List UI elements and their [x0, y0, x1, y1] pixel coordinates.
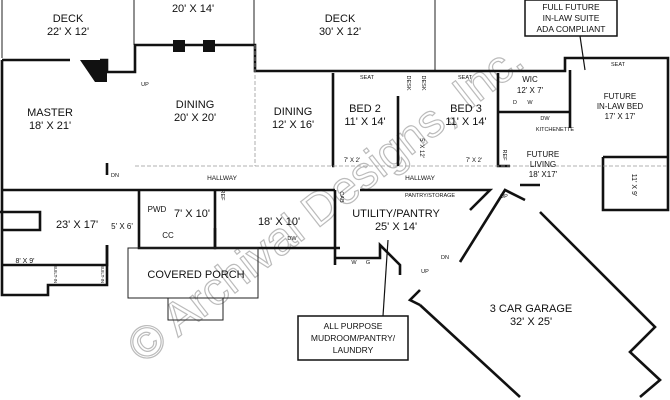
inlaw-callout: FULL FUTURE IN-LAW SUITE ADA COMPLIANT [524, 0, 618, 71]
pantry-storage-label: PANTRY/STORAGE [405, 193, 455, 199]
callout-line: IN-LAW SUITE [543, 13, 600, 23]
hallway-left-label: HALLWAY [207, 175, 238, 182]
garage-size: 32' X 25' [510, 316, 552, 328]
callout-line: LAUNDRY [333, 345, 374, 355]
cab-label: CAB [338, 191, 344, 203]
coat-closet-label: CC [162, 231, 174, 240]
wc-size: 5' X 6' [111, 222, 133, 231]
bed3-closet-size: 7' X 2' [466, 158, 482, 164]
callout-line: ADA COMPLIANT [537, 24, 606, 34]
ref-label: REF [501, 150, 507, 162]
wic-size: 12' X 7' [517, 86, 544, 95]
desk-label: DESK [405, 76, 411, 91]
bed2-closet-size: 7' X 2' [344, 158, 360, 164]
inlaw-bed-size: 17' X 17' [605, 112, 636, 121]
g-label: G [366, 260, 370, 266]
wic-label: WIC [522, 75, 538, 84]
deck-left-label: DECK [53, 13, 84, 25]
inlaw-bed-label: FUTURE [604, 92, 636, 101]
deck-right-label: DECK [325, 13, 356, 25]
seat-label: SEAT [611, 62, 626, 68]
callout-line: MUDROOM/PANTRY/ [311, 333, 396, 343]
utility-label: UTILITY/PANTRY [352, 208, 440, 220]
built-in-label: BUILT-IN [53, 265, 58, 283]
dryer-label: D [513, 100, 517, 106]
pwd-label: PWD [148, 205, 167, 214]
bed2-size: 11' X 14' [344, 116, 385, 128]
covered-porch-label: COVERED PORCH [147, 269, 244, 281]
master-bath-size: 23' X 17' [56, 219, 98, 231]
inlaw-bath-size: 11' X 9' [630, 174, 637, 196]
dw-label: DW [287, 236, 297, 242]
master-closet-size: 8' X 9' [15, 258, 34, 265]
dining-main-size: 20' X 20' [174, 112, 216, 124]
kitchen-size: 18' X 10' [258, 216, 300, 228]
master-label: MASTER [27, 107, 73, 119]
kitchenette-label: KITCHENETTE [536, 127, 575, 133]
deck-right-size: 30' X 12' [319, 26, 361, 38]
utility-size: 25' X 14' [375, 221, 417, 233]
dining-side-label: DINING [274, 106, 313, 118]
shared-bath-size: 5' X 12' [418, 138, 424, 158]
stair-down-label: DN [441, 255, 449, 261]
stair-up-label: UP [141, 82, 149, 88]
hallway-right-label: HALLWAY [405, 175, 436, 182]
top-room-size: 20' X 14' [172, 3, 214, 15]
porch-steps [167, 297, 224, 321]
future-living-label: FUTURE [527, 150, 559, 159]
room-labels: 20' X 14' DECK 22' X 12' DECK 30' X 12' … [15, 3, 643, 328]
stair-down-label: DN [111, 173, 119, 179]
future-living-size: 18' X17' [529, 170, 558, 179]
dining-main-label: DINING [176, 99, 215, 111]
foyer-size: 7' X 10' [174, 208, 210, 220]
deck-left-size: 22' X 12' [47, 26, 89, 38]
bed3-label: BED 3 [450, 103, 482, 115]
future-living-label: LIVING [530, 160, 556, 169]
fixture-labels: SEAT SEAT SEAT DESK DESK UP DN UP DN UP … [53, 62, 626, 283]
dw-label: DW [540, 116, 550, 122]
bed2-label: BED 2 [349, 103, 381, 115]
dining-side-size: 12' X 16' [272, 119, 314, 131]
seat-label: SEAT [458, 75, 473, 81]
callout-line: FULL FUTURE [542, 2, 600, 12]
washer-label: W [351, 260, 357, 266]
master-size: 18' X 21' [29, 120, 71, 132]
washer-label: W [527, 100, 533, 106]
stair-up-label: UP [421, 269, 429, 275]
mudroom-callout: ALL PURPOSE MUDROOM/PANTRY/ LAUNDRY [297, 239, 409, 361]
seat-label: SEAT [360, 75, 375, 81]
bed3-size: 11' X 14' [445, 116, 486, 128]
desk-label: DESK [420, 76, 426, 91]
ref-label: REF [219, 190, 225, 202]
inlaw-bed-label: IN-LAW BED [597, 102, 644, 111]
garage-label: 3 CAR GARAGE [490, 303, 573, 315]
built-in-label: BUILT-IN [100, 265, 105, 283]
stair-up-label: UP [500, 194, 508, 200]
callout-line: ALL PURPOSE [324, 321, 383, 331]
